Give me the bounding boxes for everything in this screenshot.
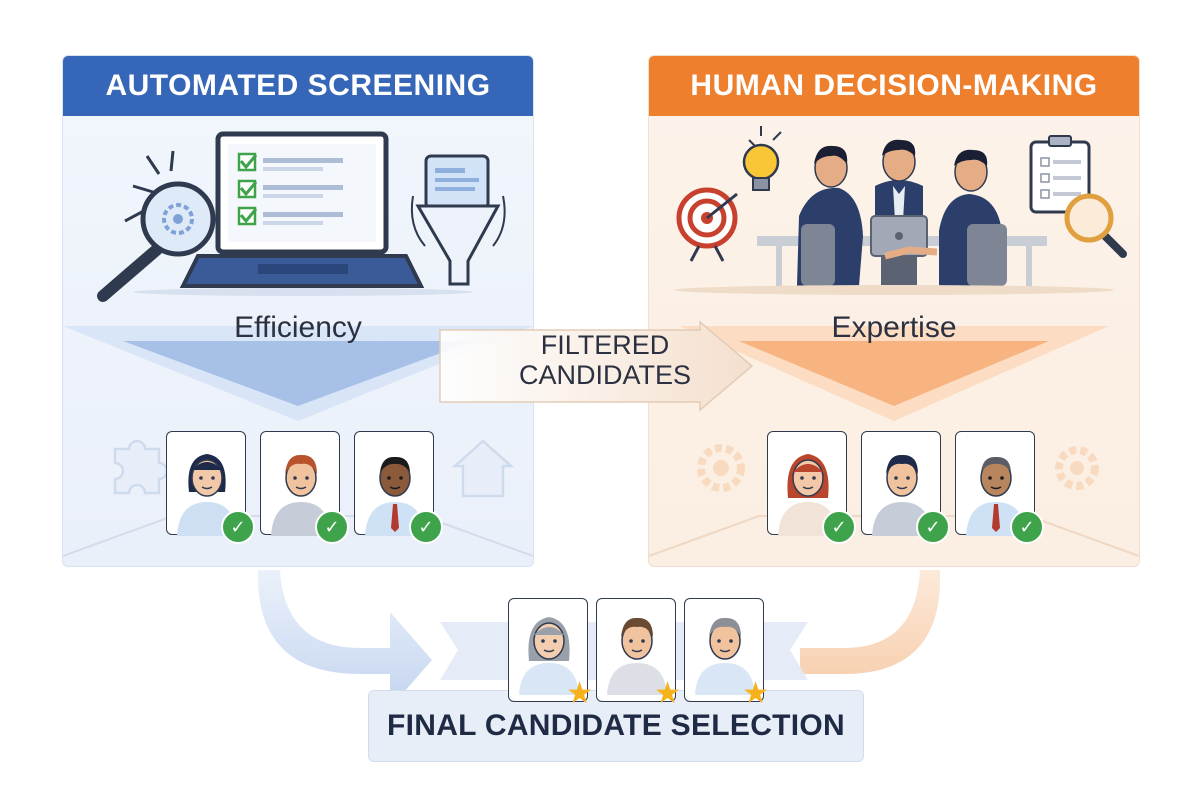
- funnel-resume-icon: [410, 154, 506, 286]
- candidate-card[interactable]: ✓: [354, 431, 443, 544]
- final-candidate-selection-label: FINAL CANDIDATE SELECTION: [368, 690, 864, 762]
- target-icon: [676, 187, 738, 262]
- final-candidate-card[interactable]: ★: [596, 598, 681, 709]
- check-badge-icon: ✓: [822, 510, 856, 544]
- check-badge-icon: ✓: [1010, 510, 1044, 544]
- human-decision-panel: HUMAN DECISION-MAKING: [648, 55, 1140, 567]
- gear-icon: [697, 444, 745, 492]
- gear-icon: [1055, 446, 1099, 490]
- candidate-avatar: [607, 617, 667, 695]
- filtered-candidates-arrow: [439, 320, 754, 412]
- candidate-avatar: [695, 617, 755, 695]
- star-icon: ★: [742, 677, 769, 710]
- magnifier-gear-icon: [97, 150, 216, 302]
- expertise-caption: Expertise: [831, 311, 957, 344]
- clipboard-icon: [1029, 135, 1091, 214]
- house-icon: [451, 439, 515, 498]
- team-meeting-icon: [757, 139, 1047, 288]
- automated-screening-illustration: [63, 131, 533, 557]
- screened-candidates-row: ✓ ✓ ✓: [166, 431, 443, 544]
- candidate-card[interactable]: ✓: [861, 431, 950, 544]
- candidate-card[interactable]: ✓: [260, 431, 349, 544]
- human-decision-title: HUMAN DECISION-MAKING: [649, 56, 1139, 116]
- candidate-card[interactable]: ✓: [166, 431, 255, 544]
- candidate-avatar: [519, 617, 579, 695]
- selected-candidates-row: ✓ ✓ ✓: [767, 431, 1044, 544]
- filtered-candidates-line2: CANDIDATES: [518, 360, 692, 390]
- candidate-card[interactable]: ✓: [955, 431, 1044, 544]
- lightbulb-icon: [742, 126, 782, 191]
- human-to-final-arrow: [800, 570, 941, 674]
- automated-screening-title: AUTOMATED SCREENING: [63, 56, 533, 116]
- check-badge-icon: ✓: [221, 510, 255, 544]
- laptop-checklist-icon: [133, 131, 473, 296]
- filtered-candidates-label: FILTERED CANDIDATES: [505, 330, 705, 390]
- automated-screening-panel: AUTOMATED SCREENING: [62, 55, 534, 567]
- check-badge-icon: ✓: [916, 510, 950, 544]
- final-candidate-card[interactable]: ★: [684, 598, 769, 709]
- human-decision-illustration: [649, 126, 1139, 557]
- efficiency-caption: Efficiency: [234, 311, 362, 344]
- star-icon: ★: [654, 677, 681, 710]
- check-badge-icon: ✓: [315, 510, 349, 544]
- candidate-avatar: [177, 454, 237, 536]
- final-candidate-card[interactable]: ★: [508, 598, 593, 709]
- candidate-card[interactable]: ✓: [767, 431, 856, 544]
- filtered-candidates-line1: FILTERED: [540, 330, 670, 360]
- star-icon: ★: [566, 677, 593, 710]
- check-badge-icon: ✓: [409, 510, 443, 544]
- magnifier-icon: [1064, 193, 1127, 258]
- final-candidates-row: ★ ★ ★: [508, 598, 769, 709]
- puzzle-icon: [113, 439, 169, 495]
- automated-to-final-arrow: [257, 570, 432, 708]
